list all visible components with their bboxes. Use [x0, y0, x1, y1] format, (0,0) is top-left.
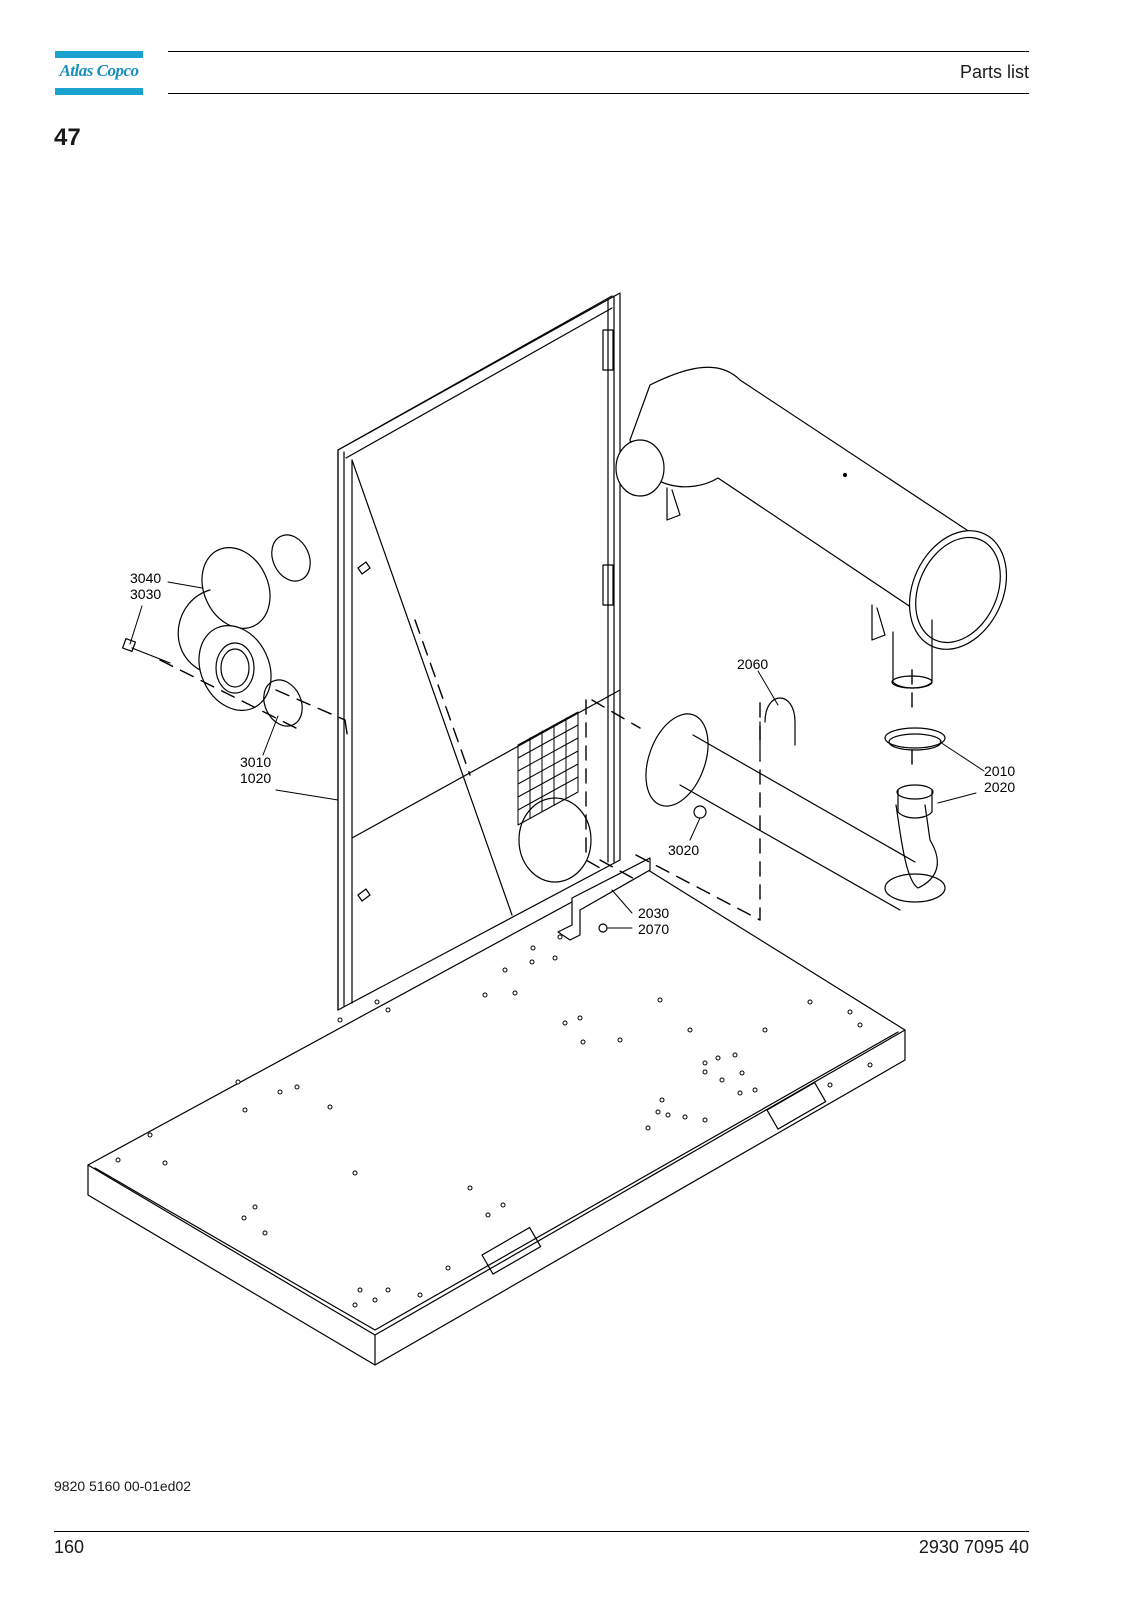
footer-rule: [54, 1531, 1029, 1532]
page-number: 160: [54, 1537, 85, 1557]
atlas-copco-logo: Atlas Copco: [55, 51, 143, 95]
assembly-guide-lines: [159, 619, 913, 921]
header-rule-bottom: [168, 93, 1029, 94]
section-number: 47: [54, 124, 81, 151]
upright-panel: [337, 292, 621, 1011]
callout-3030: 3030: [130, 586, 161, 602]
base-frame: [87, 864, 906, 1366]
logo-wordmark: Atlas Copco: [59, 61, 139, 80]
callout-3010: 3010: [240, 754, 271, 770]
callout-2070: 2070: [638, 921, 669, 937]
header-title: Parts list: [959, 62, 1029, 82]
leader-lines: [129, 581, 985, 929]
elbow-assembly: [121, 534, 311, 727]
logo-band-bottom: [55, 88, 143, 95]
support-bracket: [557, 857, 651, 941]
logo-band-top: [55, 51, 143, 58]
callout-3020: 3020: [668, 842, 699, 858]
callout-2020: 2020: [984, 779, 1015, 795]
callout-3040: 3040: [130, 570, 161, 586]
exhaust-pipe: [645, 697, 946, 911]
part-number: 2930 7095 40: [918, 1537, 1029, 1557]
callout-1020: 1020: [240, 770, 271, 786]
callout-2030: 2030: [638, 905, 669, 921]
callout-2010: 2010: [984, 763, 1015, 779]
callout-2060: 2060: [737, 656, 768, 672]
muffler: [615, 366, 1008, 689]
document-code: 9820 5160 00-01ed02: [54, 1478, 192, 1494]
header-rule-top: [168, 51, 1029, 52]
